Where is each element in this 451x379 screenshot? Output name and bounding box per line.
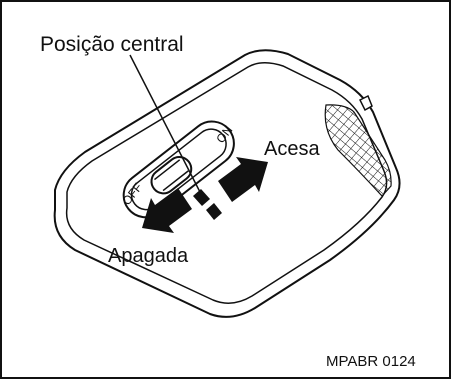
arrow-off <box>142 188 192 233</box>
center-leader-line <box>129 54 202 195</box>
figure-code-label: MPABR 0124 <box>326 353 416 370</box>
off-state-label: Apagada <box>108 245 189 267</box>
center-position-label: Posição central <box>40 33 184 56</box>
center-position-mark <box>193 189 222 220</box>
lens-outline <box>324 104 392 197</box>
housing-tab <box>358 94 373 112</box>
slider-knob <box>150 156 193 195</box>
arrow-on <box>218 157 268 202</box>
on-state-label: Acesa <box>264 138 320 160</box>
